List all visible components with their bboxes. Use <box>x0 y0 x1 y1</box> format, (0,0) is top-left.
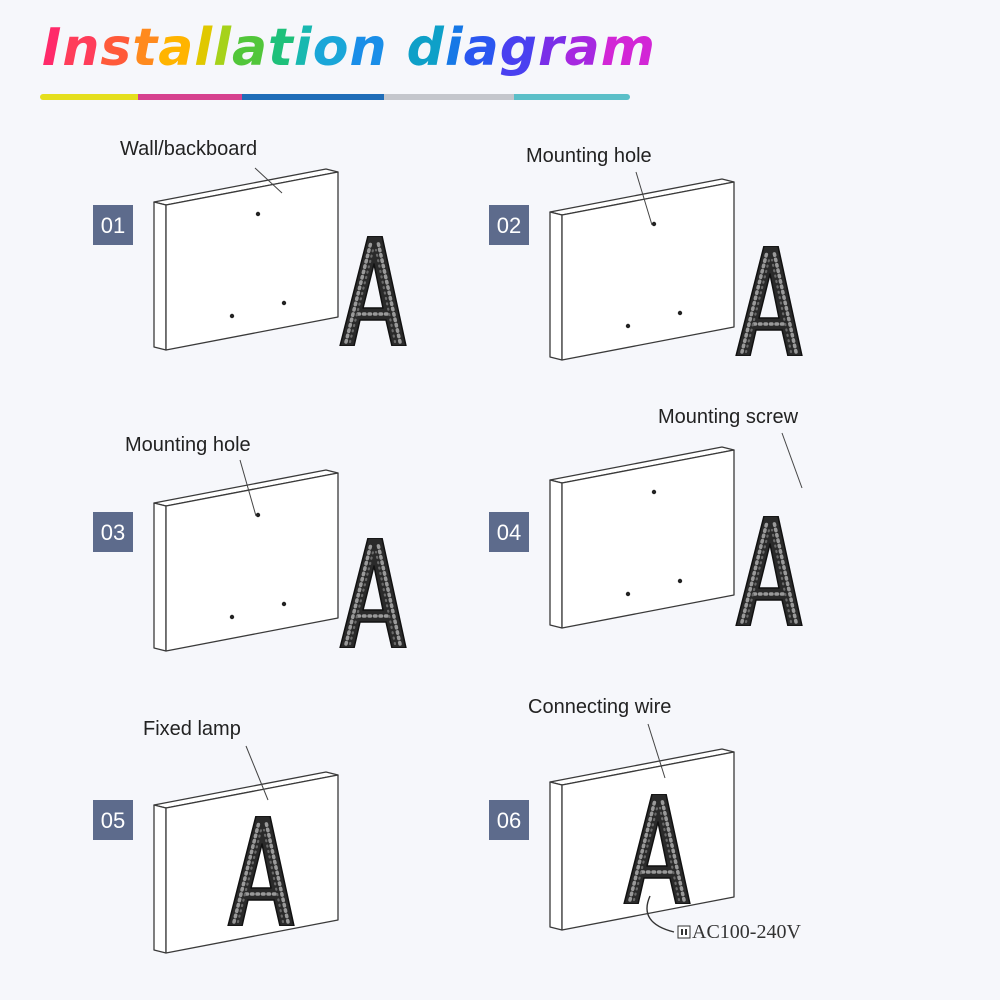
title-letter: l <box>213 18 232 78</box>
callout-leader-line <box>245 745 269 801</box>
callout-label: Mounting hole <box>125 434 251 456</box>
step-number-badge <box>93 800 133 840</box>
callout-label: Mounting screw <box>658 406 799 428</box>
step-number: 06 <box>497 808 521 833</box>
letter-a-sign <box>338 236 408 346</box>
step-number: 02 <box>497 213 521 238</box>
step-02: 02 Mounting hole <box>489 145 804 361</box>
callout-leader-line <box>647 723 666 779</box>
connecting-wire <box>646 895 675 933</box>
plug-pin-icon <box>681 929 683 935</box>
mounting-hole <box>651 221 657 227</box>
board-side-edge <box>153 804 167 954</box>
title-letter: l <box>194 18 214 78</box>
mounting-hole <box>281 601 287 607</box>
letter-a-sign <box>734 246 804 356</box>
letter-a-sign <box>734 516 804 626</box>
step-01: 01 Wall/backboard <box>93 138 408 351</box>
title-letter: r <box>538 18 565 78</box>
callout-label: Wall/backboard <box>120 138 257 160</box>
wall-backboard <box>165 171 339 351</box>
board-side-edge <box>549 781 563 931</box>
callout-leader-line <box>254 167 283 194</box>
letter-a-sign <box>338 538 408 648</box>
mounting-hole <box>625 323 631 329</box>
callout-leader-line <box>781 432 803 489</box>
board-side-edge <box>549 479 563 629</box>
callout-leader-line <box>635 171 653 226</box>
wall-backboard <box>561 449 735 629</box>
callout-label: Connecting wire <box>528 696 671 718</box>
title-underline-segment <box>384 94 514 100</box>
step-number-badge <box>93 205 133 245</box>
mounting-hole <box>255 512 261 518</box>
mounting-hole <box>281 300 287 306</box>
step-number-badge <box>489 205 529 245</box>
title-letter: t <box>268 18 294 78</box>
title-letter: I <box>42 18 63 78</box>
wall-backboard <box>165 472 339 652</box>
plug-pin-icon <box>685 929 687 935</box>
mounting-hole <box>651 489 657 495</box>
step-03: 03 Mounting hole <box>93 434 408 652</box>
callout-label: Fixed lamp <box>143 718 241 740</box>
title-letter: a <box>463 18 500 78</box>
mounting-hole <box>229 614 235 620</box>
step-number-badge <box>93 512 133 552</box>
step-04: 04 Mounting screw <box>489 406 804 629</box>
title-underline-segment <box>242 94 384 100</box>
callout-leader-line <box>239 459 257 517</box>
title-underline-bar <box>40 94 630 100</box>
title-letter: i <box>444 18 464 78</box>
callout-label: Mounting hole <box>526 145 652 167</box>
step-number: 01 <box>101 213 125 238</box>
title-letter: a <box>158 18 195 78</box>
step-number-badge <box>489 512 529 552</box>
board-side-edge <box>153 201 167 351</box>
mounting-hole <box>625 591 631 597</box>
power-plug-icon <box>677 925 691 939</box>
wall-backboard <box>561 181 735 361</box>
step-number-badge <box>489 800 529 840</box>
power-voltage-label: AC100-240V <box>692 921 801 943</box>
title-letter: i <box>293 18 313 78</box>
mounting-hole <box>229 313 235 319</box>
board-side-edge <box>549 211 563 361</box>
mounting-hole <box>677 310 683 316</box>
title-letter: s <box>100 18 133 78</box>
step-number: 03 <box>101 520 125 545</box>
title-letter: m <box>600 18 656 78</box>
title-letter: g <box>499 18 538 78</box>
title-letter: a <box>564 18 601 78</box>
title-letter: o <box>312 18 350 78</box>
page-title: Installation diagram <box>42 18 656 78</box>
mounting-hole <box>255 211 261 217</box>
title-letter: n <box>349 18 388 78</box>
board-side-edge <box>153 502 167 652</box>
step-number: 04 <box>497 520 521 545</box>
title-underline-segment <box>40 94 138 100</box>
title-letter: t <box>132 18 159 78</box>
title-letter: d <box>406 18 445 78</box>
step-number: 05 <box>101 808 125 833</box>
title-letter: n <box>62 18 101 78</box>
mounting-hole <box>677 578 683 584</box>
title-underline-segment <box>514 94 630 100</box>
title-letter: a <box>231 18 269 78</box>
step-05: 05 Fixed lamp <box>93 718 339 954</box>
title-underline-segment <box>138 94 242 100</box>
